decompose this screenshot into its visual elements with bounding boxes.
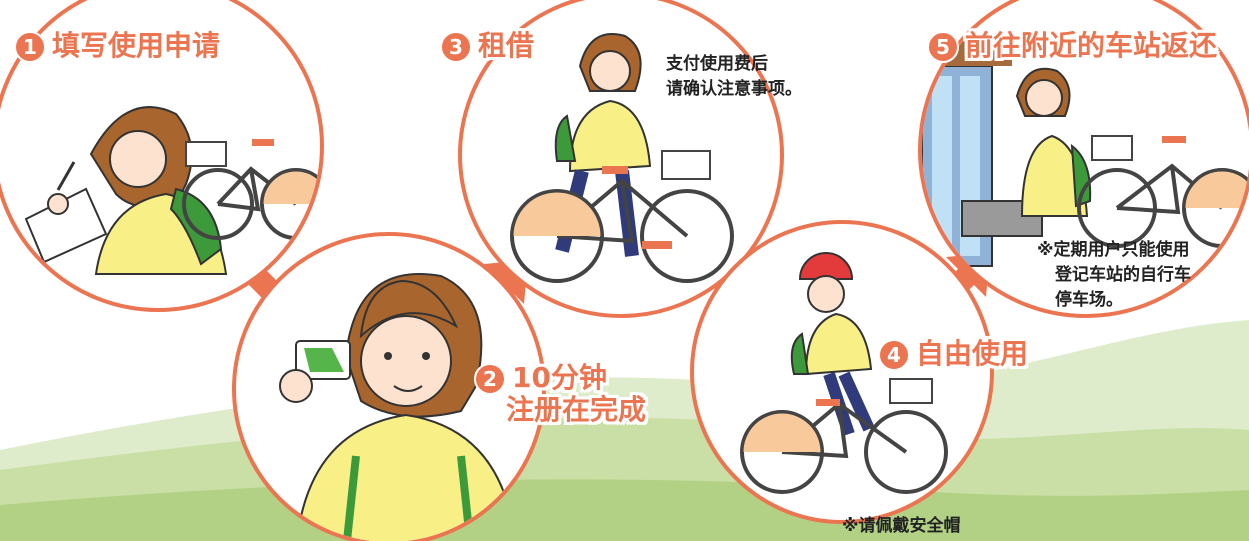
- step-3-title: 3 租借: [440, 30, 534, 63]
- step-2-title: 2 10分钟 注册在完成: [474, 362, 646, 426]
- person-renting-bicycle-illustration: [510, 33, 734, 283]
- step-4-number: 4: [878, 339, 910, 371]
- helmet-note-text: ※请佩戴安全帽: [842, 516, 961, 536]
- person-riding-bicycle-illustration: [740, 252, 948, 494]
- step-1-label: 填写使用申请: [52, 29, 221, 62]
- step-1-title: 1 填写使用申请: [14, 30, 220, 63]
- step-1-number: 1: [14, 31, 46, 63]
- step-4-circle: [690, 220, 994, 524]
- step-5-number: 5: [927, 31, 959, 63]
- step-3-number: 3: [440, 31, 472, 63]
- payment-note-line1: 支付使用费后: [666, 54, 768, 74]
- step-5-circle: [918, 0, 1249, 318]
- step-4-label: 自由使用: [916, 337, 1029, 370]
- station-note-line1: ※定期用户只能使用: [1037, 240, 1190, 260]
- step-2-label-line2: 注册在完成: [506, 393, 647, 426]
- step-2-number: 2: [474, 363, 506, 395]
- person-card-illustration: [279, 272, 517, 541]
- person-writing-illustration: [24, 106, 320, 275]
- station-note-line3: 停车场。: [1055, 290, 1123, 310]
- step-5-label: 前往附近的车站返还: [965, 29, 1218, 62]
- step-3-label: 租借: [478, 29, 535, 62]
- step-1-circle: [0, 0, 324, 312]
- helmet-note: ※请佩戴安全帽: [842, 514, 961, 539]
- payment-note-line2: 请确认注意事项。: [666, 79, 802, 99]
- step-3-circle: [458, 0, 784, 318]
- step-4-title: 4 自由使用: [878, 338, 1028, 371]
- payment-note: 支付使用费后 请确认注意事项。: [666, 52, 802, 102]
- station-note-line2: 登记车站的自行车: [1055, 265, 1191, 285]
- step-2-label-line1: 10分钟: [512, 361, 607, 394]
- station-note: ※定期用户只能使用 登记车站的自行车 停车场。: [1037, 238, 1191, 313]
- step-5-title: 5 前往附近的车站返还: [927, 30, 1217, 63]
